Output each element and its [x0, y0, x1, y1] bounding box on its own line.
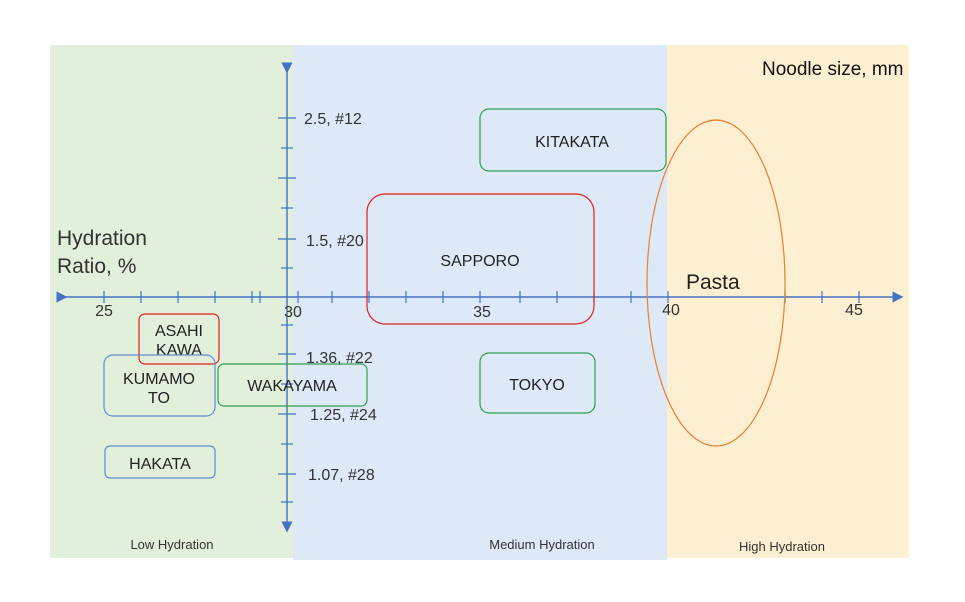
- medium-hydration-label: Medium Hydration: [489, 537, 595, 552]
- tokyo-box: [479, 352, 596, 414]
- x-tick-label-45: 45: [845, 302, 863, 319]
- low-hydration-zone: [50, 45, 293, 558]
- asahikawa-box: [138, 313, 220, 365]
- kumamoto-box: [103, 354, 216, 417]
- hakata-box: [104, 445, 216, 479]
- tokyo-label: TOKYO: [509, 377, 565, 394]
- y-tick-label-1-36: 1.36, #22: [306, 350, 373, 367]
- y-tick-label-1-5: 1.5, #20: [306, 233, 364, 250]
- asahikawa-label-line1: ASAHI: [155, 323, 203, 340]
- x-tick-label-40: 40: [662, 302, 680, 319]
- x-tick-label-25: 25: [95, 303, 113, 320]
- high-hydration-zone: [667, 45, 909, 558]
- wakayama-box: [217, 363, 368, 407]
- x-axis-title-line2: Ratio, %: [57, 255, 136, 278]
- y-tick-label-2-5: 2.5, #12: [304, 111, 362, 128]
- x-tick-label-35: 35: [473, 304, 491, 321]
- y-tick-label-1-25: 1.25, #24: [310, 407, 377, 424]
- pasta-label: Pasta: [686, 271, 740, 294]
- pasta-ellipse: [646, 119, 786, 447]
- wakayama-label: WAKAYAMA: [247, 378, 337, 395]
- y-axis-title: Noodle size, mm: [762, 59, 904, 80]
- sapporo-label: SAPPORO: [440, 253, 519, 270]
- kumamoto-label-line1: KUMAMO: [123, 371, 195, 388]
- high-hydration-label: High Hydration: [739, 539, 825, 554]
- x-axis-title-line1: Hydration: [57, 227, 147, 250]
- low-hydration-label: Low Hydration: [130, 537, 213, 552]
- kitakata-box: [479, 108, 667, 172]
- y-tick-label-1-07: 1.07, #28: [308, 467, 375, 484]
- kumamoto-label-line2: TO: [148, 390, 170, 407]
- y-axis-ticks: [278, 117, 296, 503]
- asahikawa-label-line2: KAWA: [156, 342, 202, 359]
- sapporo-box: [366, 193, 595, 325]
- hakata-label: HAKATA: [129, 456, 191, 473]
- kitakata-label: KITAKATA: [535, 134, 609, 151]
- x-tick-label-30: 30: [284, 304, 302, 321]
